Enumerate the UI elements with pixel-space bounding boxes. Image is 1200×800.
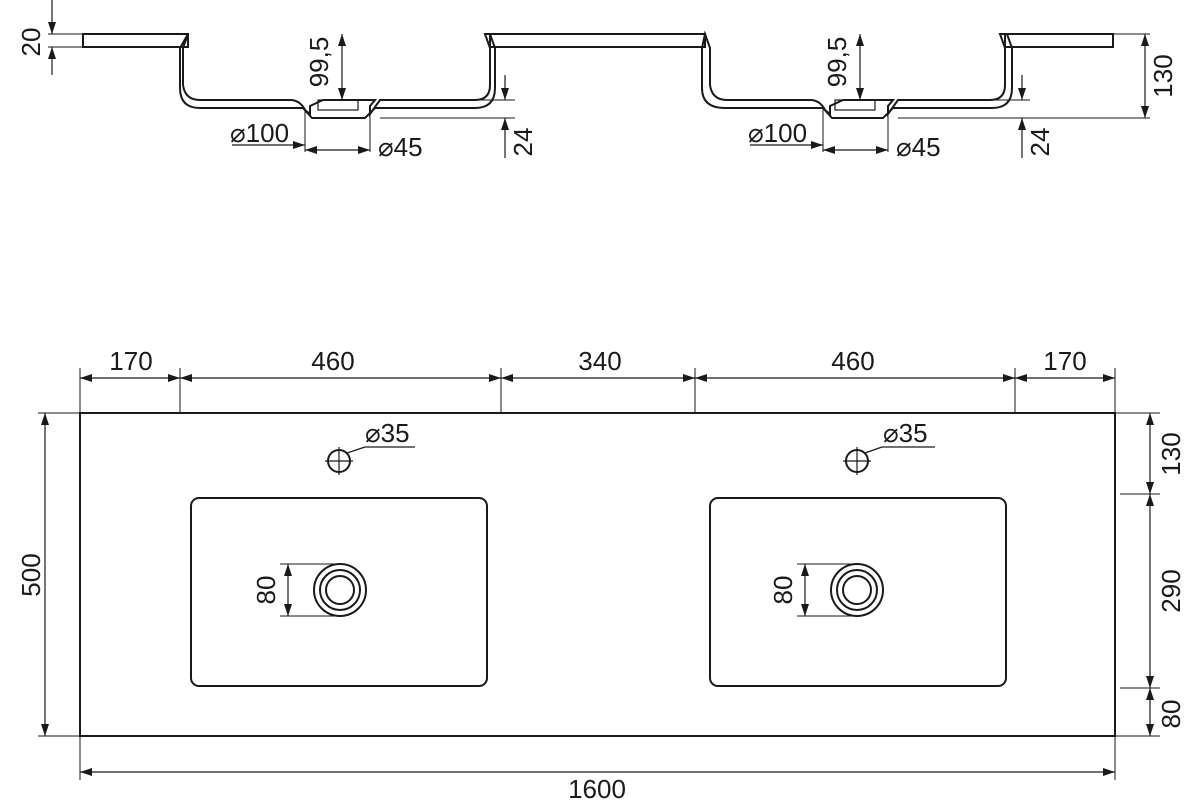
section-right-bowl xyxy=(701,30,1013,119)
dim-right-drain-outer: ⌀100 xyxy=(748,118,807,148)
dim-top-0: 170 xyxy=(109,346,152,376)
dim-left-drain-size: 80 xyxy=(251,576,281,605)
dim-left-drain-height: 24 xyxy=(508,128,538,157)
left-basin xyxy=(190,497,488,687)
top-dimension-chain: 170 460 340 460 170 xyxy=(79,346,1116,413)
dim-top-2: 340 xyxy=(578,346,621,376)
dim-right-0: 130 xyxy=(1156,432,1186,475)
section-left-bowl xyxy=(179,33,496,119)
right-faucet-hole xyxy=(843,446,935,475)
dim-left-drain-inner: ⌀45 xyxy=(378,132,423,162)
dim-left-bowl-depth: 99,5 xyxy=(304,37,334,88)
section-right-drain xyxy=(834,99,876,111)
dim-top-3: 460 xyxy=(831,346,874,376)
dim-right-1: 290 xyxy=(1156,569,1186,612)
dim-right-drain-height: 24 xyxy=(1025,128,1055,157)
section-left-drain xyxy=(317,99,359,111)
left-faucet-hole xyxy=(325,446,415,475)
dim-right-drain-inner: ⌀45 xyxy=(896,132,941,162)
left-drain xyxy=(313,563,367,617)
countertop-outline xyxy=(79,412,1116,737)
dim-overall-depth: 500 xyxy=(16,553,46,596)
left-depth-dimension: 500 xyxy=(16,412,80,737)
dim-left-faucet-hole: ⌀35 xyxy=(365,418,410,448)
section-left-slab xyxy=(82,33,189,48)
right-dimension-chain: 130 290 80 xyxy=(1115,412,1186,737)
section-middle-slab xyxy=(489,33,706,48)
dim-top-4: 170 xyxy=(1043,346,1086,376)
dim-right-bowl-depth: 99,5 xyxy=(822,37,852,88)
dim-right-2: 80 xyxy=(1156,700,1186,729)
section-view: 20 130 99,5 99,5 ⌀100 ⌀45 xyxy=(16,0,1178,162)
dim-top-1: 460 xyxy=(311,346,354,376)
dim-right-faucet-hole: ⌀35 xyxy=(883,418,928,448)
bottom-width-dimension: 1600 xyxy=(79,736,1116,800)
dim-right-drain-size: 80 xyxy=(768,576,798,605)
right-basin xyxy=(709,497,1007,687)
plan-view: 80 80 ⌀35 ⌀35 xyxy=(16,346,1186,800)
dim-overall-height: 130 xyxy=(1148,54,1178,97)
section-right-slab xyxy=(1004,33,1114,48)
right-drain xyxy=(830,563,884,617)
dim-overall-width: 1600 xyxy=(568,774,626,800)
dim-thickness: 20 xyxy=(16,28,46,57)
dim-left-drain-outer: ⌀100 xyxy=(230,118,289,148)
